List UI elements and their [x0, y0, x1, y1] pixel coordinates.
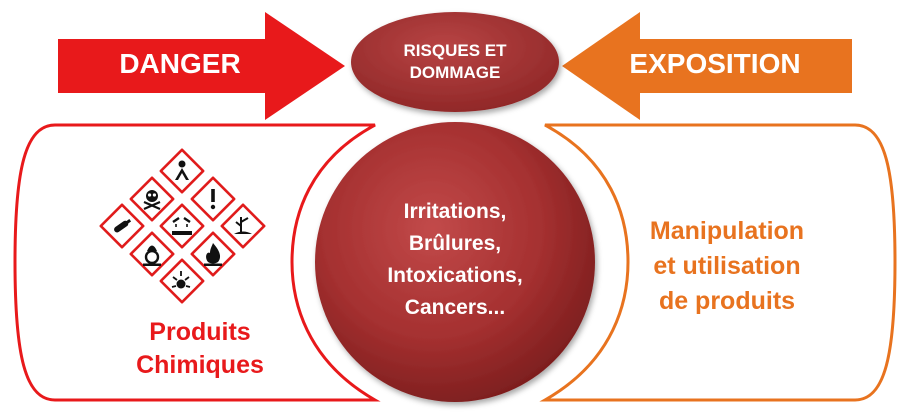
left-panel-outline	[13, 123, 381, 402]
risk-label-line: RISQUES ET	[403, 41, 507, 60]
effects-line: Brûlures,	[408, 232, 502, 255]
effects-circle	[315, 122, 595, 402]
handling-line: Manipulation	[649, 217, 805, 245]
skull-crossbones-icon	[129, 176, 175, 222]
handling-line: de produits	[658, 287, 796, 315]
danger-label: DANGER	[119, 48, 241, 79]
gas-cylinder-icon	[99, 203, 145, 249]
chemical-products-line: Chimiques	[136, 351, 264, 379]
explosive-icon	[159, 258, 205, 304]
environment-icon	[220, 203, 266, 249]
right-panel-outline	[539, 123, 897, 402]
chemical-products-label: Produits Chimiques	[100, 316, 300, 382]
hazard-pictograms	[99, 148, 266, 304]
risk-ellipse	[351, 12, 559, 112]
danger-arrow	[58, 12, 345, 120]
chemical-products-line: Produits	[149, 318, 251, 346]
effects-line: Cancers...	[404, 296, 506, 319]
effects-label: Irritations, Brûlures, Intoxications, Ca…	[345, 196, 565, 324]
flammable-icon	[190, 231, 236, 277]
effects-line: Irritations,	[403, 200, 507, 223]
handling-label: Manipulation et utilisation de produits	[612, 214, 842, 319]
risk-label: RISQUES ET DOMMAGE	[360, 40, 550, 84]
risk-label-line: DOMMAGE	[409, 63, 501, 82]
corrosive-icon	[159, 203, 205, 249]
oxidizer-icon	[129, 231, 175, 277]
exposure-arrow	[562, 12, 852, 120]
effects-line: Intoxications,	[387, 264, 523, 287]
health-hazard-icon	[159, 148, 205, 194]
exclamation-icon	[190, 176, 236, 222]
exposure-label: EXPOSITION	[629, 48, 801, 79]
handling-line: et utilisation	[653, 252, 801, 280]
